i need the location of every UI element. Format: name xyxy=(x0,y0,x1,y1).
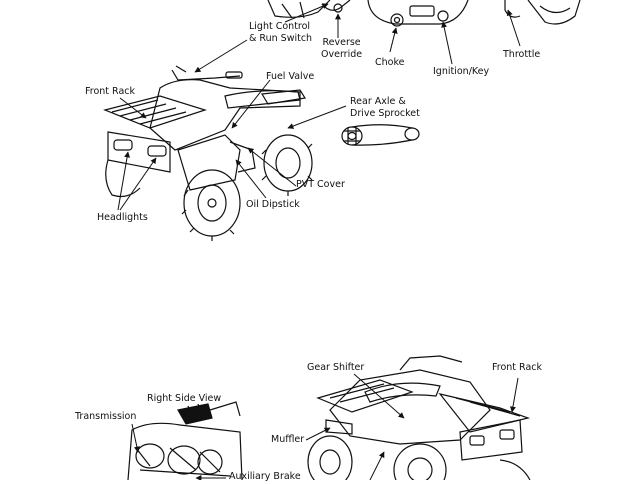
leader-light-control-atv xyxy=(194,39,248,73)
leader-transmission xyxy=(131,423,140,453)
label-rear-axle: Rear Axle & Drive Sprocket xyxy=(350,96,420,119)
atv-top-illustration xyxy=(103,65,313,241)
leader-headlight-left xyxy=(117,151,131,211)
leader-bottom-extra xyxy=(369,451,385,481)
label-front-rack: Front Rack xyxy=(85,86,135,97)
leader-oil-dipstick xyxy=(235,159,267,199)
leader-light-control xyxy=(284,3,329,23)
bottom-leader-lines xyxy=(131,373,519,481)
leader-pvt-cover xyxy=(247,147,297,187)
label-choke: Choke xyxy=(375,57,405,68)
right-side-view-illustration xyxy=(127,401,243,481)
leader-fuel-valve xyxy=(231,79,271,129)
atv-bottom-illustration xyxy=(307,355,531,484)
label-front-rack-bottom: Front Rack xyxy=(492,362,542,373)
leader-front-rack-bottom xyxy=(509,377,519,413)
leader-ignition xyxy=(441,21,453,65)
label-pvt-cover: PVT Cover xyxy=(296,179,345,190)
leader-choke xyxy=(389,27,398,53)
label-headlights: Headlights xyxy=(97,212,148,223)
leader-gear-shifter xyxy=(353,373,405,419)
leader-headlight-right xyxy=(119,157,157,211)
label-ignition-key: Ignition/Key xyxy=(433,66,490,77)
leader-throttle xyxy=(506,9,521,47)
handlebar-controls-illustration xyxy=(267,0,581,27)
leader-muffler xyxy=(305,427,331,441)
label-fuel-valve: Fuel Valve xyxy=(266,71,315,82)
label-transmission: Transmission xyxy=(75,411,137,422)
label-muffler: Muffler xyxy=(271,434,305,445)
drive-sprocket-illustration xyxy=(341,124,420,146)
label-oil-dipstick: Oil Dipstick xyxy=(246,199,300,210)
label-reverse-override: Reverse Override xyxy=(321,37,363,60)
label-auxiliary-brake: Auxiliary Brake xyxy=(229,471,301,482)
leader-rear-axle xyxy=(287,105,347,129)
label-right-side-view: Right Side View xyxy=(147,393,222,404)
leader-front-rack xyxy=(119,97,147,119)
label-gear-shifter: Gear Shifter xyxy=(307,362,365,373)
label-throttle: Throttle xyxy=(503,49,541,60)
label-light-control: Light Control & Run Switch xyxy=(249,21,313,44)
top-leader-lines xyxy=(117,3,521,211)
